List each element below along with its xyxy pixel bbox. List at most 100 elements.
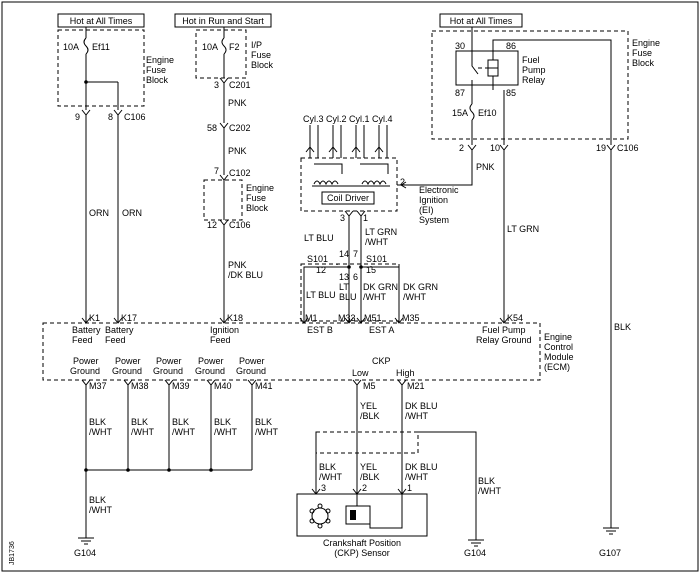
fuel-pump-relay-ground-label: Fuel Pump: [482, 325, 526, 335]
splice-pin-7: 7: [353, 249, 358, 259]
ei-pin-1: 1: [363, 213, 368, 223]
coil-driver-label: Coil Driver: [327, 193, 369, 203]
pin-19: 19: [596, 143, 606, 153]
wire-label-yel-blk-1-2: /BLK: [360, 411, 380, 421]
connector-c202: C202: [229, 123, 251, 133]
hot-in-run-box: [174, 13, 272, 28]
splice-wires: [303, 262, 400, 323]
wire-label-dk-grn-wht-1: DK GRN: [363, 282, 398, 292]
connector-arrow: [467, 144, 477, 151]
engine-fuse-block-label-3: Block: [146, 75, 169, 85]
wire-label-blk-wht-g1-2: /WHT: [89, 427, 112, 437]
fuse-ef11-icon: [83, 37, 89, 55]
splice-pin-6: 6: [353, 272, 358, 282]
engine-fuse-block-label-2: Fuse: [146, 65, 166, 75]
connector-arrow: [606, 144, 616, 151]
engine-fuse-block-2-label: Engine: [246, 183, 274, 193]
pin-7: 7: [214, 166, 219, 176]
relay-label: Fuel: [522, 55, 540, 65]
cyl-2-label: Cyl.2: [326, 114, 347, 124]
connector-arrow: [81, 109, 91, 116]
ground-wires: [84, 385, 253, 538]
wire-label-blk-wht-g3-2: /WHT: [172, 427, 195, 437]
hot-at-all-times-label-1: Hot at All Times: [70, 16, 133, 26]
battery-feed-label-1-2: Feed: [72, 335, 93, 345]
engine-fuse-block-3-label: Engine: [632, 38, 660, 48]
wire-blk-wht-g104b: [418, 431, 477, 540]
pin-3: 3: [214, 80, 219, 90]
wire-label-blk-wht-g104b-2: /WHT: [478, 486, 501, 496]
ei-system-label: Electronic: [419, 185, 459, 195]
ip-fuse-block-label-3: Block: [251, 60, 274, 70]
ecm-pin-k18: K18: [227, 313, 243, 323]
ecm-pin-m37: M37: [89, 381, 107, 391]
wire-pnk-ei: [397, 150, 473, 186]
wire-label-dkblu-wht-2-2: /WHT: [405, 472, 428, 482]
battery-feed-label-2: Battery: [105, 325, 134, 335]
pin-9: 9: [75, 112, 80, 122]
est-a-label: EST A: [369, 325, 394, 335]
connector-c106-a: C106: [124, 112, 146, 122]
wire-label-blk-wht-g2: BLK: [131, 417, 148, 427]
est-b-label: EST B: [307, 325, 333, 335]
connector-c102: C102: [229, 168, 251, 178]
ip-fuse-block-label-2: Fuse: [251, 50, 271, 60]
wire-label-dkblu-wht-1: DK BLU: [405, 401, 438, 411]
wire-label-orn-2: ORN: [122, 208, 142, 218]
wire-label-lt-blu-1: LT BLU: [304, 233, 334, 243]
ecm-pin-m35: M35: [402, 313, 420, 323]
engine-fuse-block-left: [57, 29, 145, 107]
cyl-1-label: Cyl.1: [349, 114, 370, 124]
ecm-block: [42, 322, 541, 381]
splice-pin-13: 13: [339, 272, 349, 282]
fuse-f2-rating: 10A: [202, 42, 218, 52]
wire-label-blk-wht-g4-2: /WHT: [214, 427, 237, 437]
hot-at-all-times-label-2: Hot at All Times: [450, 16, 513, 26]
engine-fuse-block-2-label-3: Block: [246, 203, 269, 213]
hot-in-run-label: Hot in Run and Start: [182, 16, 264, 26]
fuse-f2-name: F2: [229, 42, 240, 52]
splice-pin-14: 14: [339, 249, 349, 259]
ecm-pin-m21: M21: [407, 381, 425, 391]
wire-label-lt-grn-wht-1-2: /WHT: [365, 237, 388, 247]
fuse-ef10-name: Ef10: [478, 108, 497, 118]
splice-s101-a: S101: [307, 254, 328, 264]
power-ground-label-5-2: Ground: [236, 366, 266, 376]
wire-label-blk-wht-g5-2: /WHT: [255, 427, 278, 437]
ecm-pin-m40: M40: [214, 381, 232, 391]
ei-system-label-3: (EI): [419, 205, 434, 215]
ckp-high-label: High: [396, 368, 415, 378]
connector-arrow: [219, 219, 229, 226]
ecm-pin-m51: M51: [364, 313, 382, 323]
wire-label-dkblu-wht-1-2: /WHT: [405, 411, 428, 421]
relay-pin-87: 87: [455, 88, 465, 98]
ground-g107: G107: [599, 548, 621, 558]
wire-label-dkblu-wht-2: DK BLU: [405, 462, 438, 472]
wire-label-blk-wht-g2-2: /WHT: [131, 427, 154, 437]
relay-pin-30: 30: [455, 41, 465, 51]
ignition-feed-label: Ignition: [210, 325, 239, 335]
power-ground-label-1: Power: [73, 356, 99, 366]
ei-system-label-2: Ignition: [419, 195, 448, 205]
fuel-pump-relay-ground-label-2: Relay Ground: [476, 335, 532, 345]
ecm-pin-m5: M5: [363, 381, 376, 391]
hot-at-all-times-box-2: [439, 13, 523, 28]
relay-label-3: Relay: [522, 75, 546, 85]
splice-pin-12: 12: [316, 265, 326, 275]
pin-58: 58: [207, 123, 217, 133]
fuse-ef10-rating: 15A: [452, 108, 468, 118]
ignition-feed-label-2: Feed: [210, 335, 231, 345]
wire-label-dk-grn-wht-2-2: /WHT: [403, 292, 426, 302]
engine-fuse-block-3-label-3: Block: [632, 58, 655, 68]
diagram-id: JB1736: [9, 541, 16, 565]
wire-label-pnk-dkblu: PNK: [228, 260, 247, 270]
engine-fuse-block-2-label-2: Fuse: [246, 193, 266, 203]
pin-8: 8: [108, 112, 113, 122]
wire-label-blk-wht-g3: BLK: [172, 417, 189, 427]
hot-at-all-times-box-1: [57, 13, 145, 28]
ecm-label: Engine: [544, 332, 572, 342]
ckp-connector-arrows: [311, 488, 407, 495]
power-ground-label-3-2: Ground: [153, 366, 183, 376]
